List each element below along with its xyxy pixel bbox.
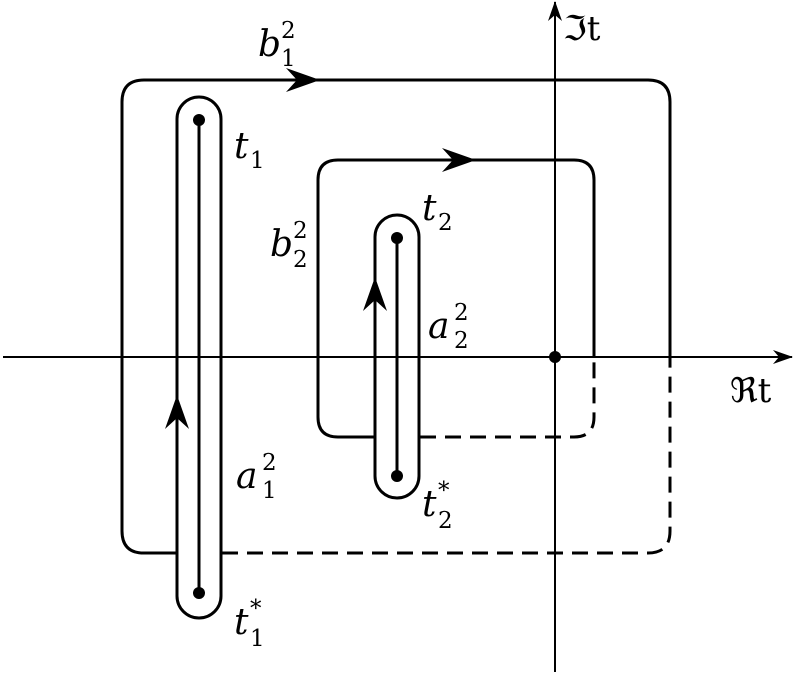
contour-a2-arrow: [363, 277, 387, 311]
svg-text:*: *: [250, 596, 262, 622]
label-b2: b 2 2: [270, 218, 308, 273]
contour-b2-dashed: [420, 357, 596, 439]
branch-point-t2-star: [391, 470, 403, 482]
label-b1: b 2 1: [258, 18, 296, 72]
svg-text:1: 1: [281, 46, 296, 72]
svg-text:t: t: [422, 188, 437, 229]
svg-text:t: t: [234, 126, 249, 167]
origin-point: [549, 351, 561, 363]
svg-text:2: 2: [438, 210, 453, 236]
svg-text:2: 2: [293, 218, 308, 244]
contour-b1-solid: [120, 78, 672, 555]
branch-point-t2: [391, 232, 403, 244]
label-a1: a 2 1: [236, 450, 277, 504]
svg-text:1: 1: [250, 626, 265, 652]
svg-text:b: b: [258, 24, 281, 65]
contour-a1-arrow: [165, 395, 189, 429]
svg-text:1: 1: [250, 148, 265, 174]
branch-point-t1: [193, 114, 205, 126]
svg-text:2: 2: [454, 300, 469, 326]
svg-text:a: a: [428, 306, 449, 347]
svg-text:a: a: [236, 456, 257, 497]
branch-point-t1-star: [193, 587, 205, 599]
imaginary-axis-label: ℑt: [563, 9, 601, 49]
contour-b1-arrow: [286, 68, 320, 92]
svg-text:2: 2: [262, 450, 277, 476]
contour-b2-solid: [316, 158, 596, 439]
svg-text:t: t: [422, 484, 437, 525]
contour-b2-arrow: [442, 148, 476, 172]
svg-text:2: 2: [454, 328, 469, 354]
contour-a1-loop: [175, 95, 223, 620]
contour-a2-loop: [373, 213, 421, 500]
label-t1: t 1: [234, 126, 265, 174]
svg-text:1: 1: [262, 478, 277, 504]
svg-text:b: b: [270, 224, 293, 265]
svg-text:2: 2: [281, 18, 296, 44]
real-axis-label: ℜt: [730, 371, 772, 411]
label-a2: a 2 2: [428, 300, 469, 354]
contour-b1-dashed: [222, 357, 672, 555]
svg-text:*: *: [438, 478, 450, 504]
svg-text:2: 2: [438, 508, 453, 534]
label-t2-star: t * 2: [422, 478, 453, 534]
label-t2: t 2: [422, 188, 453, 236]
label-t1-star: t * 1: [234, 596, 265, 652]
svg-text:t: t: [234, 602, 249, 643]
svg-text:2: 2: [293, 247, 308, 273]
